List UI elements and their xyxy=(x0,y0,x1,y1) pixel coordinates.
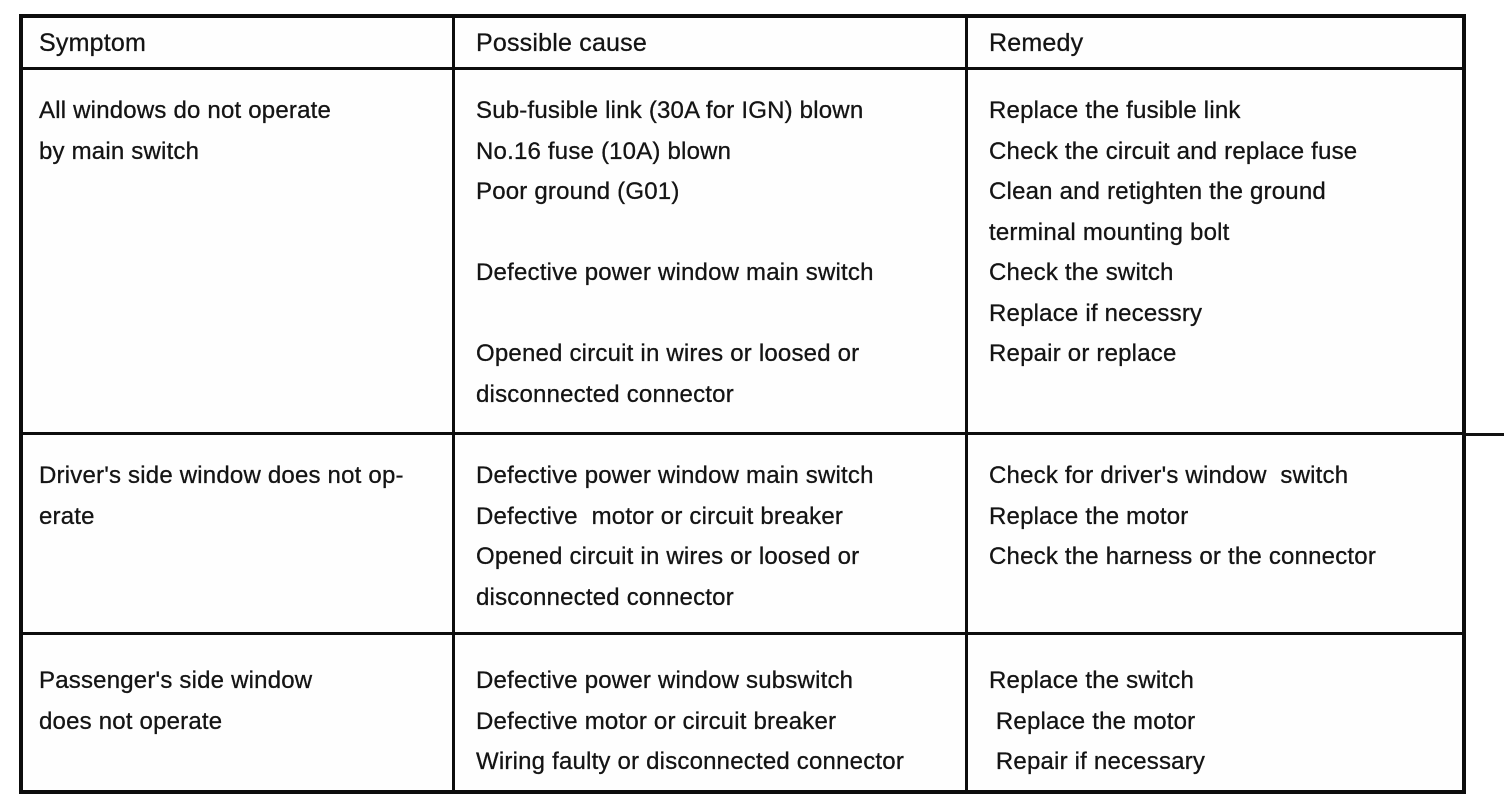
text-line: Replace the motor xyxy=(989,502,1189,530)
text-line: Defective power window main switch xyxy=(476,259,874,286)
text-line: Opened circuit in wires or loosed or xyxy=(476,340,860,367)
text-line: Check for driver's window switch xyxy=(989,462,1349,489)
row1-cause-cell: Sub-fusible link (30A for IGN) blown No.… xyxy=(455,70,968,435)
text-line: Defective motor or circuit breaker xyxy=(476,502,844,530)
text-line: Opened circuit in wires or loosed or xyxy=(476,543,860,570)
text-line: Repair or replace xyxy=(989,340,1177,367)
text-line xyxy=(476,213,959,254)
text-line: Clean and retighten the ground xyxy=(989,178,1326,205)
text-line: Passenger's side window xyxy=(39,667,313,694)
text-line: Driver's side window does not op- xyxy=(39,462,404,489)
row2-cause-cell: Defective power window main switch Defec… xyxy=(455,435,968,635)
row3-symptom-cell: Passenger's side window does not operate xyxy=(23,635,455,790)
row2-remedy-cell: Check for driver's window switch Replace… xyxy=(968,435,1462,635)
text-line: Wiring faulty or disconnected connector xyxy=(476,748,905,775)
text-line: Check the circuit and replace fuse xyxy=(989,137,1358,165)
scan-line-artifact xyxy=(1462,433,1504,436)
text-line: Defective power window subswitch xyxy=(476,667,854,694)
text-line: No.16 fuse (10A) blown xyxy=(476,137,732,165)
text-line: disconnected connector xyxy=(476,380,734,408)
text-line: Defective motor or circuit breaker xyxy=(476,707,837,735)
text-line: by main switch xyxy=(39,137,200,165)
text-line: Check the switch xyxy=(989,259,1174,286)
text-line: All windows do not operate xyxy=(39,97,332,124)
text-line: Replace the fusible link xyxy=(989,97,1241,124)
text-line: does not operate xyxy=(39,707,223,735)
text-line: Check the harness or the connector xyxy=(989,543,1377,570)
row1-symptom-cell: All windows do not operate by main switc… xyxy=(23,70,455,435)
column-header-remedy: Remedy xyxy=(968,18,1462,70)
troubleshooting-table: Symptom Possible cause Remedy All window… xyxy=(19,14,1466,794)
row1-remedy-cell: Replace the fusible link Check the circu… xyxy=(968,70,1462,435)
row3-cause-cell: Defective power window subswitch Defecti… xyxy=(455,635,968,790)
text-line: Repair if necessary xyxy=(989,748,1206,775)
column-header-symptom: Symptom xyxy=(23,18,455,70)
text-line: Replace the motor xyxy=(989,707,1196,735)
text-line: Defective power window main switch xyxy=(476,462,874,489)
text-line: Replace if necessry xyxy=(989,299,1203,327)
text-line: Replace the switch xyxy=(989,667,1195,694)
column-header-possible-cause: Possible cause xyxy=(455,18,968,70)
text-line: Poor ground (G01) xyxy=(476,178,680,205)
text-line xyxy=(476,294,959,335)
row3-remedy-cell: Replace the switch Replace the motor Rep… xyxy=(968,635,1462,790)
text-line: disconnected connector xyxy=(476,583,734,611)
row2-symptom-cell: Driver's side window does not op- erate xyxy=(23,435,455,635)
text-line: Sub-fusible link (30A for IGN) blown xyxy=(476,97,864,124)
text-line: terminal mounting bolt xyxy=(989,218,1230,246)
text-line: erate xyxy=(39,502,95,530)
